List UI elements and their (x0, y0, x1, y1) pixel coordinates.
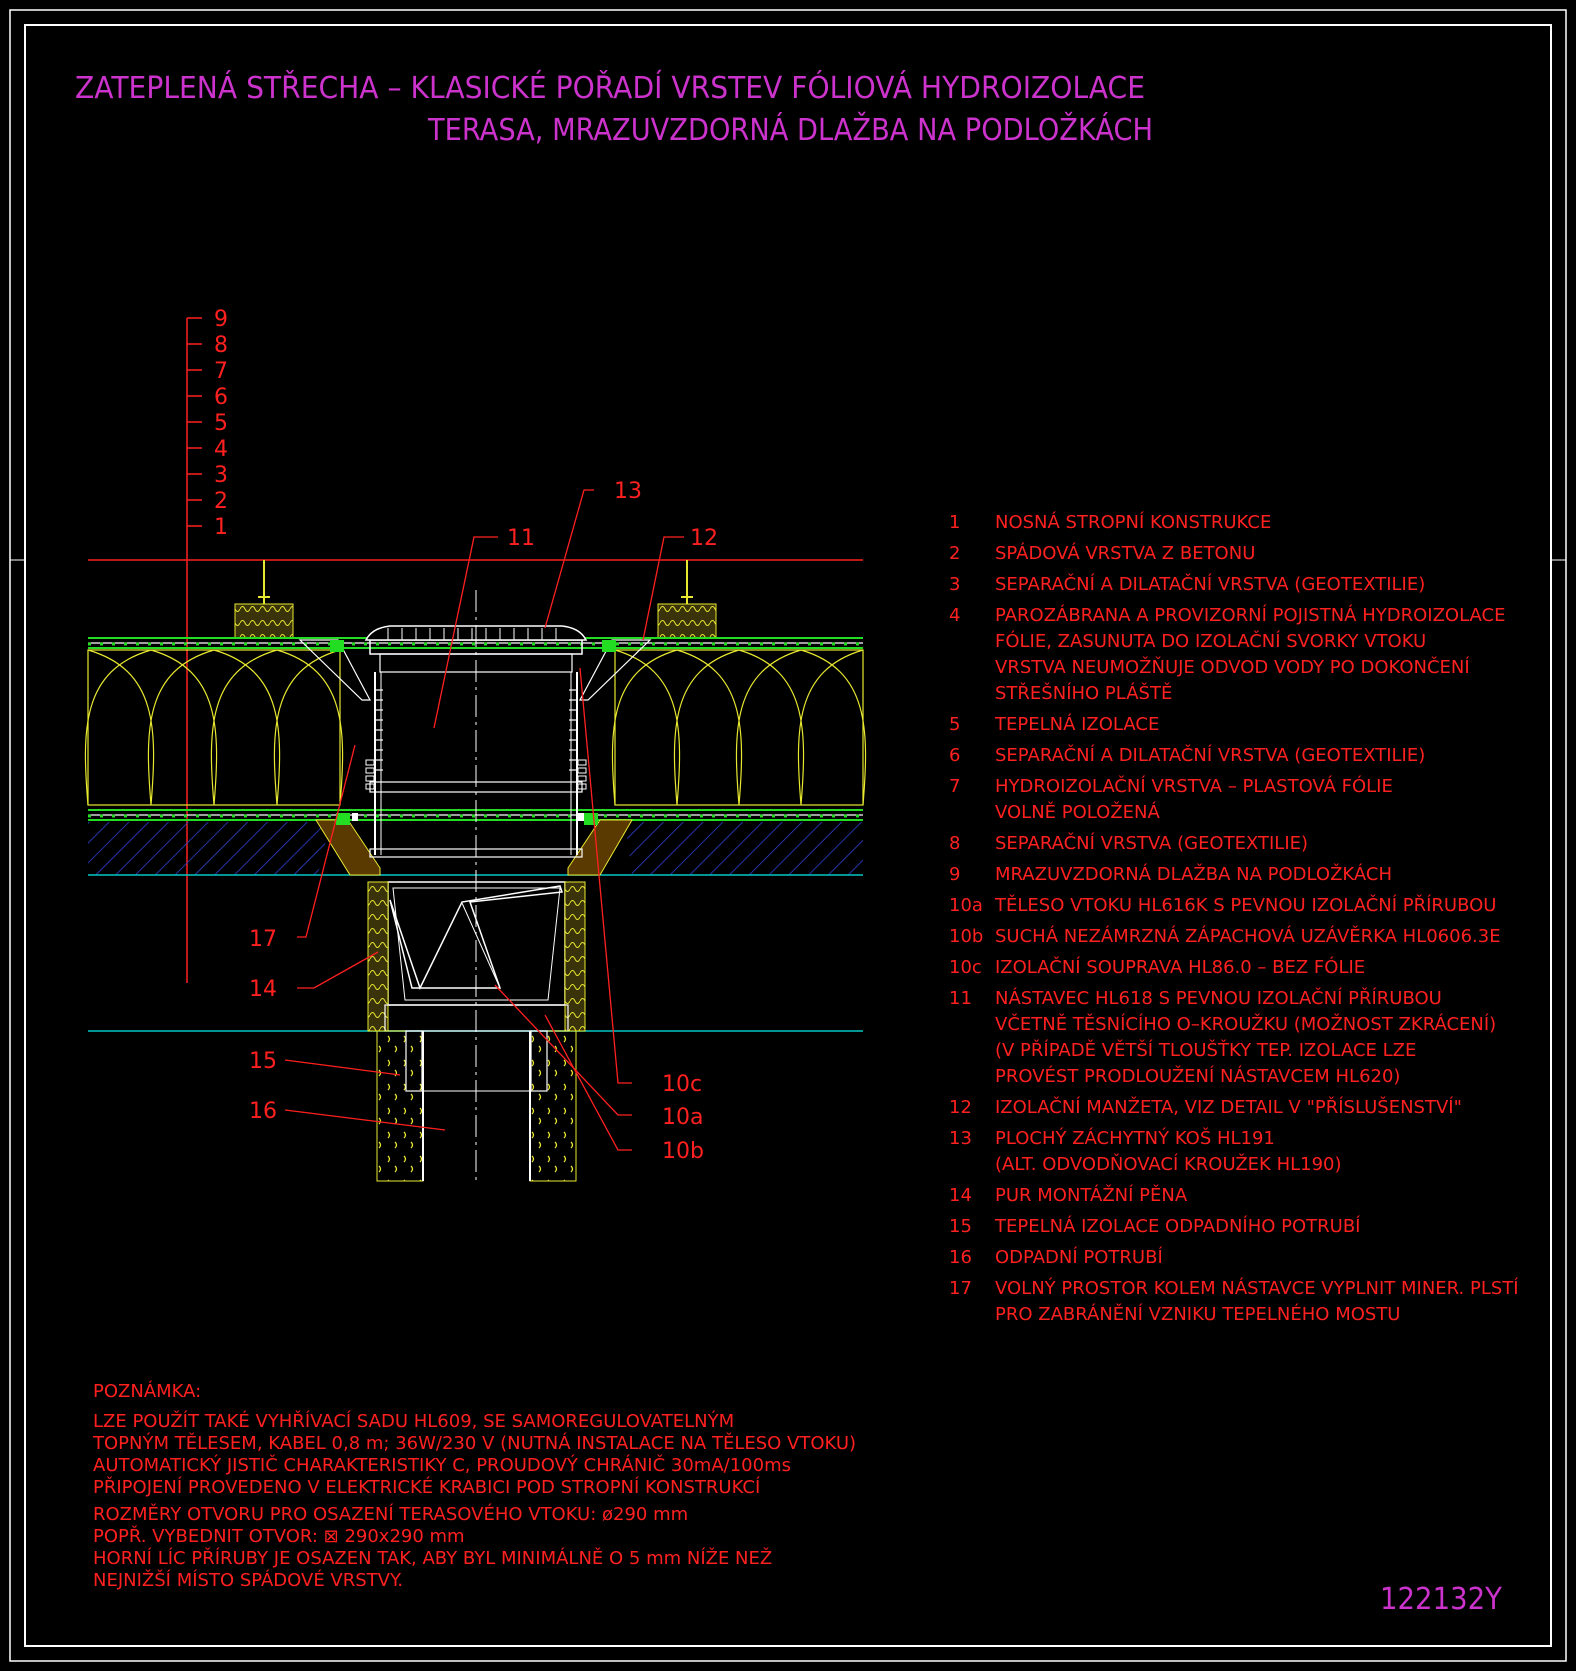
callout-16: 16 (249, 1099, 277, 1124)
callout-11: 11 (507, 526, 535, 551)
legend-number: 2 (949, 543, 960, 564)
note-heading: POZNÁMKA: (93, 1380, 201, 1402)
note-line: LZE POUŽÍT TAKÉ VYHŘÍVACÍ SADU HL609, SE… (93, 1410, 734, 1432)
callout-10c: 10c (662, 1072, 702, 1097)
pedestal-left (234, 603, 294, 639)
roof-section (84, 559, 867, 1182)
legend-text: PAROZÁBRANA A PROVIZORNÍ POJISTNÁ HYDROI… (995, 604, 1505, 626)
legend-number: 10a (949, 895, 983, 916)
legend-text: PRO ZABRÁNĚNÍ VZNIKU TEPELNÉHO MOSTU (995, 1303, 1400, 1325)
legend-text: VOLNÝ PROSTOR KOLEM NÁSTAVCE VYPLNIT MIN… (995, 1277, 1519, 1299)
drawing-code: 122132Y (1380, 1582, 1503, 1617)
legend-number: 5 (949, 714, 960, 735)
note-line: ROZMĚRY OTVORU PRO OSAZENÍ TERASOVÉHO VT… (93, 1503, 688, 1525)
waste-pipe (376, 1030, 577, 1182)
legend-text: VOLNĚ POLOŽENÁ (995, 801, 1160, 823)
note-line: AUTOMATICKÝ JISTIČ CHARAKTERISTIKY C, PR… (93, 1454, 791, 1476)
legend: 1 NOSNÁ STROPNÍ KONSTRUKCE 2 SPÁDOVÁ VRSTVA… (949, 511, 1519, 1325)
legend-number: 15 (949, 1216, 972, 1237)
legend-text: SPÁDOVÁ VRSTVA Z BETONU (995, 542, 1255, 564)
legend-number: 17 (949, 1278, 972, 1299)
title-line-1: ZATEPLENÁ STŘECHA – KLASICKÉ POŘADÍ VRST… (75, 69, 1145, 106)
legend-text: (ALT. ODVODŇOVACÍ KROUŽEK HL190) (995, 1153, 1342, 1175)
title-line-2: TERASA, MRAZUVZDORNÁ DLAŽBA NA PODLOŽKÁC… (427, 112, 1153, 148)
legend-number: 10c (949, 957, 982, 978)
legend-number: 14 (949, 1185, 972, 1206)
mineral-wool-fill (315, 819, 381, 876)
legend-text: (V PŘÍPADĚ VĚTŠÍ TLOUŠŤKY TEP. IZOLACE L… (995, 1039, 1416, 1061)
legend-text: MRAZUVZDORNÁ DLAŽBA NA PODLOŽKÁCH (995, 863, 1392, 885)
callouts: 13 11 12 17 14 15 16 10c 10a 10b (249, 479, 718, 1164)
callout-10b: 10b (662, 1139, 704, 1164)
legend-number: 3 (949, 574, 960, 595)
legend-text: ODPADNÍ POTRUBÍ (995, 1246, 1163, 1268)
note-line: POPŘ. VYBEDNIT OTVOR: ⊠ 290x290 mm (93, 1525, 465, 1547)
legend-number: 11 (949, 988, 972, 1009)
callout-14: 14 (249, 977, 277, 1002)
legend-text: TEPELNÁ IZOLACE ODPADNÍHO POTRUBÍ (994, 1215, 1361, 1237)
callout-15: 15 (249, 1049, 277, 1074)
legend-text: IZOLAČNÍ SOUPRAVA HL86.0 – BEZ FÓLIE (995, 956, 1365, 978)
legend-text: TĚLESO VTOKU HL616K S PEVNOU IZOLAČNÍ PŘ… (994, 894, 1496, 916)
legend-number: 10b (949, 926, 983, 947)
legend-number: 13 (949, 1128, 972, 1149)
legend-number: 8 (949, 833, 960, 854)
note-line: HORNÍ LÍC PŘÍRUBY JE OSAZEN TAK, ABY BYL… (93, 1547, 772, 1569)
legend-text: STŘEŠNÍHO PLÁŠTĚ (995, 682, 1172, 704)
concrete-slope-layer (88, 822, 863, 876)
callout-17: 17 (249, 927, 277, 952)
legend-text: SEPARAČNÍ VRSTVA (GEOTEXTILIE) (995, 832, 1308, 854)
callout-13: 13 (614, 479, 642, 504)
legend-text: PLOCHÝ ZÁCHYTNÝ KOŠ HL191 (995, 1127, 1275, 1149)
legend-text: SEPARAČNÍ A DILATAČNÍ VRSTVA (GEOTEXTILI… (995, 744, 1425, 766)
legend-number: 1 (949, 512, 960, 533)
odour-trap (389, 885, 564, 990)
legend-number: 16 (949, 1247, 972, 1268)
legend-number: 6 (949, 745, 960, 766)
legend-text: NOSNÁ STROPNÍ KONSTRUKCE (995, 511, 1271, 533)
legend-text: TEPELNÁ IZOLACE (994, 713, 1159, 735)
layer-scale-tick: 5 (214, 411, 228, 436)
legend-number: 4 (949, 605, 960, 626)
legend-number: 12 (949, 1097, 972, 1118)
legend-text: VČETNĚ TĚSNÍCÍHO O–KROUŽKU (MOŽNOST ZKRÁ… (995, 1013, 1496, 1035)
legend-text: VRSTVA NEUMOŽŇUJE ODVOD VODY PO DOKONČEN… (995, 656, 1470, 678)
clamp-details (330, 640, 616, 825)
layer-scale-tick: 3 (214, 463, 228, 488)
legend-text: SUCHÁ NEZÁMRZNÁ ZÁPACHOVÁ UZÁVĚRKA HL060… (995, 925, 1501, 947)
legend-text: HYDROIZOLAČNÍ VRSTVA – PLASTOVÁ FÓLIE (995, 775, 1393, 797)
thermal-insulation (84, 649, 867, 806)
layer-scale-tick: 1 (214, 515, 228, 540)
note-line: NEJNIŽŠÍ MÍSTO SPÁDOVÉ VRSTVY. (93, 1569, 403, 1591)
legend-number: 7 (949, 776, 960, 797)
layer-scale-tick: 7 (214, 359, 228, 384)
callout-10a: 10a (662, 1105, 703, 1130)
layer-scale-tick: 9 (214, 307, 228, 332)
legend-number: 9 (949, 864, 960, 885)
legend-text: PUR MONTÁŽNÍ PĚNA (995, 1184, 1188, 1206)
layer-scale-tick: 4 (214, 437, 228, 462)
legend-text: SEPARAČNÍ A DILATAČNÍ VRSTVA (GEOTEXTILI… (995, 573, 1425, 595)
layer-scale-tick: 2 (214, 489, 228, 514)
legend-text: IZOLAČNÍ MANŽETA, VIZ DETAIL V "PŘÍSLUŠE… (995, 1096, 1462, 1118)
legend-text: PROVÉST PRODLOUŽENÍ NÁSTAVCEM HL620) (995, 1065, 1400, 1087)
leader-lines (284, 489, 684, 1151)
legend-text: FÓLIE, ZASUNUTA DO IZOLAČNÍ SVORKY VTOKU (995, 630, 1426, 652)
drawing-frame (9, 9, 1567, 1662)
note: POZNÁMKA: LZE POUŽÍT TAKÉ VYHŘÍVACÍ SADU… (92, 1380, 856, 1591)
layer-scale-tick: 6 (214, 385, 228, 410)
callout-12: 12 (690, 526, 718, 551)
layer-scale-tick: 8 (214, 333, 228, 358)
note-line: PŘIPOJENÍ PROVEDENO V ELEKTRICKÉ KRABICI… (93, 1476, 760, 1498)
legend-text: NÁSTAVEC HL618 S PEVNOU IZOLAČNÍ PŘÍRUBO… (995, 987, 1442, 1009)
pedestal-right (657, 603, 717, 639)
note-line: TOPNÝM TĚLESEM, KABEL 0,8 m; 36W/230 V (… (92, 1432, 856, 1454)
drain-body (367, 881, 586, 1032)
